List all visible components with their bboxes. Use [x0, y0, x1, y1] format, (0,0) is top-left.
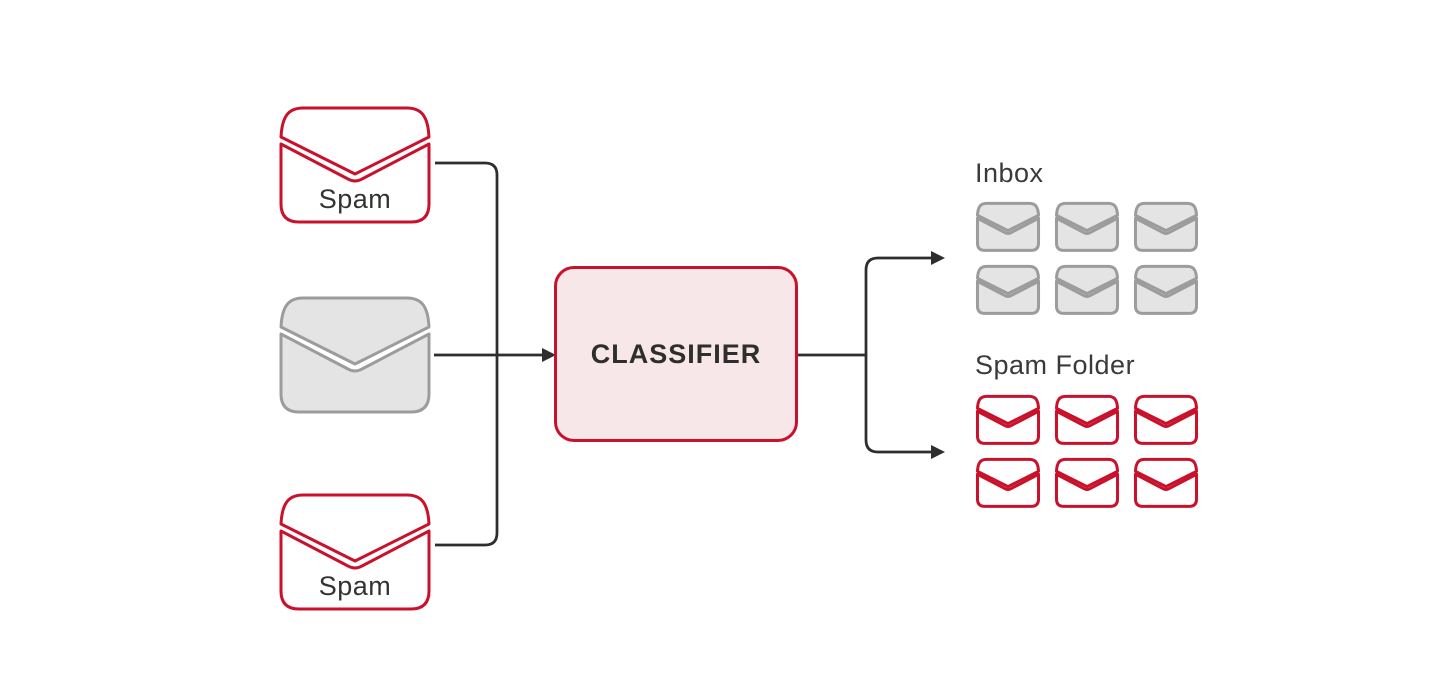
envelope-icon: [975, 456, 1041, 509]
arrowhead-into-classifier: [542, 348, 556, 362]
input-envelope-normal: [275, 290, 435, 418]
envelope-icon: [1133, 200, 1199, 253]
connector-to-spam-folder: [864, 355, 931, 454]
classifier-label: CLASSIFIER: [590, 338, 762, 369]
spam-envelope-icon: [975, 456, 1041, 509]
envelope-icon: [975, 263, 1041, 316]
envelope-icon: [1133, 393, 1199, 446]
inbox-envelope-grid: [975, 200, 1199, 316]
envelope-label-spam-bottom: Spam: [318, 571, 392, 601]
inbox-envelope-icon: [975, 200, 1041, 253]
envelope-icon: [1054, 393, 1120, 446]
spam-folder-envelope-grid: [975, 393, 1199, 509]
spam-folder-label: Spam Folder: [975, 350, 1136, 380]
envelope-icon: [1133, 263, 1199, 316]
inbox-envelope-icon: [1133, 263, 1199, 316]
envelope-icon: [1054, 200, 1120, 253]
arrowhead-to-inbox: [931, 251, 945, 265]
spam-envelope-icon: [1133, 393, 1199, 446]
connector-to-inbox: [864, 256, 931, 355]
envelope-icon: [279, 296, 431, 414]
inbox-envelope-icon: [1054, 263, 1120, 316]
envelope-icon: [1133, 456, 1199, 509]
classifier-box: CLASSIFIER: [554, 266, 798, 442]
spam-envelope-icon: [1054, 393, 1120, 446]
envelope-icon: [975, 393, 1041, 446]
inbox-label: Inbox: [975, 158, 1044, 188]
spam-envelope-icon: [1054, 456, 1120, 509]
spam-envelope-icon: [1133, 456, 1199, 509]
input-envelope-spam-bottom: Spam: [275, 487, 435, 615]
envelope-icon: [279, 106, 431, 224]
arrowhead-to-spam-folder: [931, 445, 945, 459]
envelope-icon: [279, 493, 431, 611]
input-envelope-spam-top: Spam: [275, 100, 435, 228]
inbox-envelope-icon: [1054, 200, 1120, 253]
inbox-envelope-icon: [975, 263, 1041, 316]
envelope-icon: [1054, 263, 1120, 316]
spam-envelope-icon: [975, 393, 1041, 446]
envelope-icon: [1054, 456, 1120, 509]
envelope-icon: [975, 200, 1041, 253]
envelope-label-spam-top: Spam: [318, 184, 392, 214]
inbox-envelope-icon: [1133, 200, 1199, 253]
